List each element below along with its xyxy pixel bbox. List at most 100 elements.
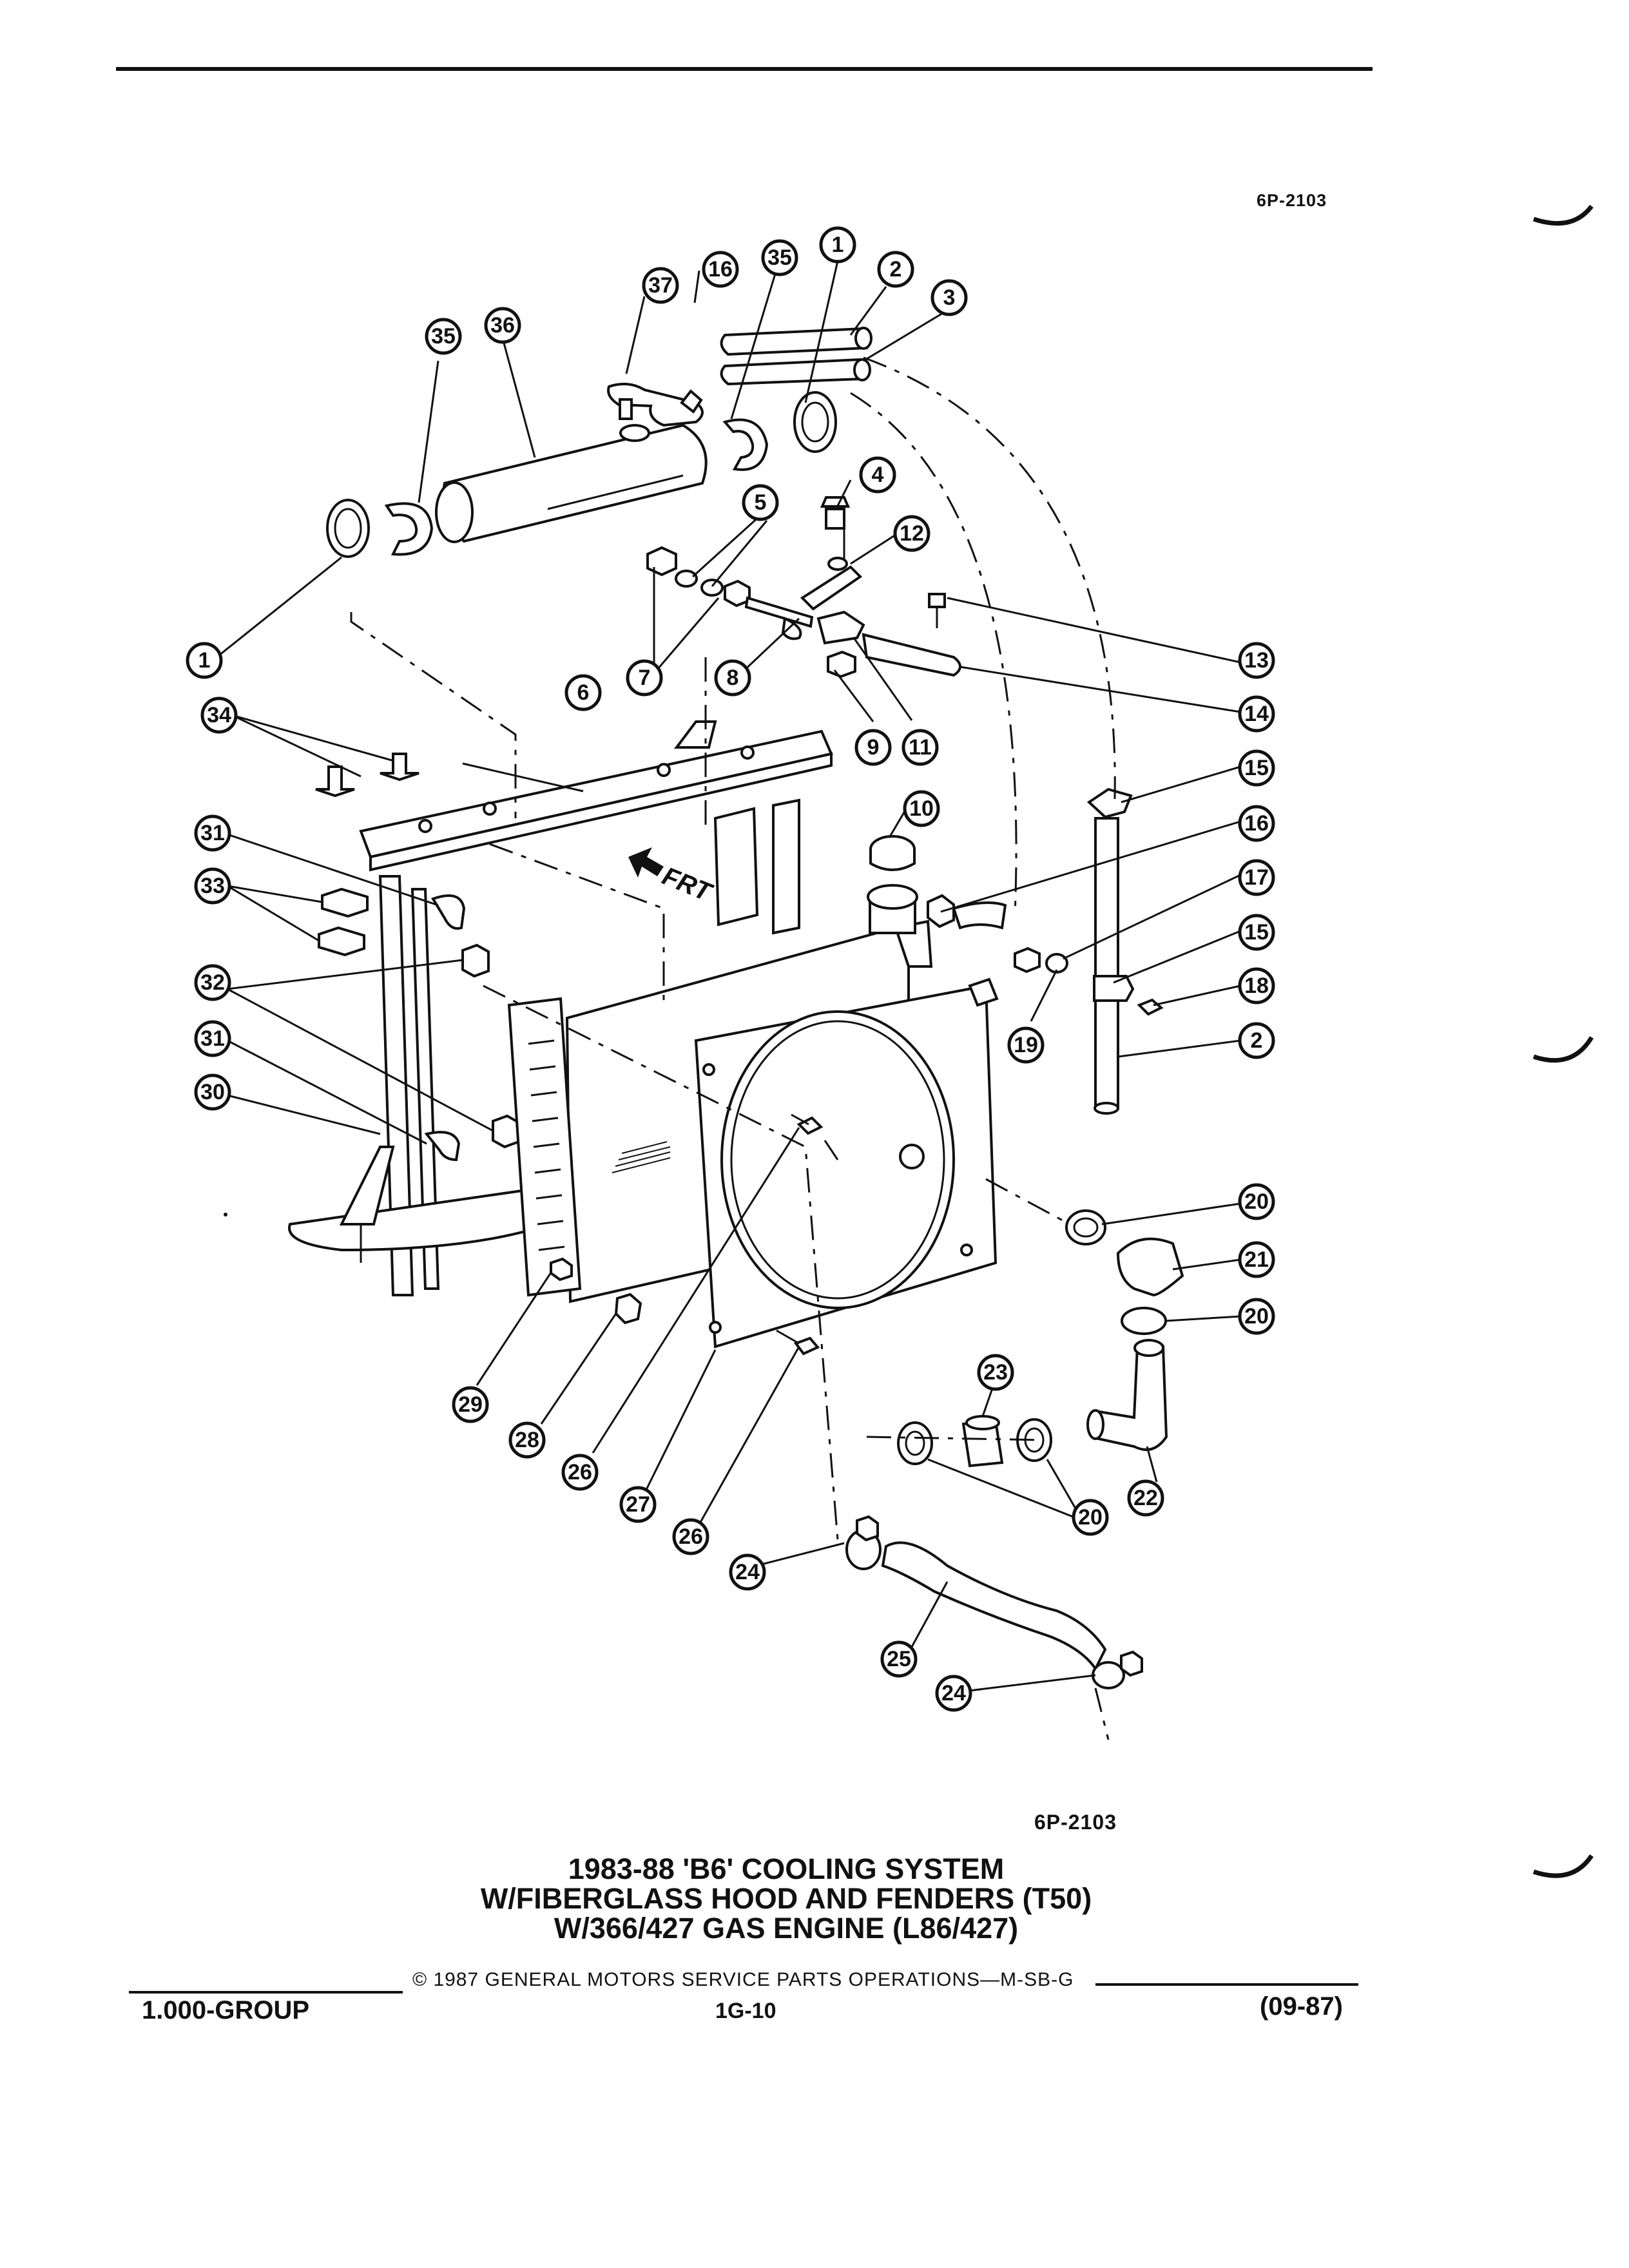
svg-text:20: 20 bbox=[1078, 1505, 1103, 1530]
callout-21: 21 bbox=[1238, 1241, 1275, 1278]
callout-16-upper: 16 bbox=[702, 251, 739, 288]
callout-25: 25 bbox=[880, 1640, 918, 1678]
footer-rule-left bbox=[129, 1991, 403, 1994]
title-line-3: W/366/427 GAS ENGINE (L86/427) bbox=[554, 1912, 1019, 1945]
svg-text:7: 7 bbox=[639, 666, 651, 690]
hose-clamps-upper bbox=[326, 391, 837, 558]
svg-text:10: 10 bbox=[909, 796, 934, 821]
callout-31-upper: 31 bbox=[194, 814, 231, 852]
svg-text:14: 14 bbox=[1244, 702, 1269, 726]
svg-text:15: 15 bbox=[1244, 920, 1269, 945]
svg-text:36: 36 bbox=[490, 313, 515, 338]
svg-text:3: 3 bbox=[943, 285, 956, 310]
svg-text:28: 28 bbox=[515, 1428, 539, 1452]
callout-20-a: 20 bbox=[1238, 1183, 1275, 1220]
upper-hose-assembly bbox=[720, 327, 872, 386]
svg-text:32: 32 bbox=[200, 970, 225, 995]
callout-11: 11 bbox=[901, 729, 939, 766]
svg-text:35: 35 bbox=[767, 245, 792, 270]
page-number: 1G-10 bbox=[715, 1999, 776, 2023]
overflow-hose bbox=[927, 787, 1164, 1115]
callout-15-lower: 15 bbox=[1238, 914, 1275, 951]
svg-text:25: 25 bbox=[887, 1647, 911, 1671]
callout-5: 5 bbox=[742, 484, 779, 521]
callout-15-upper: 15 bbox=[1238, 749, 1275, 787]
callout-33: 33 bbox=[194, 867, 231, 905]
svg-text:26: 26 bbox=[568, 1460, 592, 1485]
top-rule bbox=[116, 67, 1373, 71]
callout-29: 29 bbox=[452, 1386, 489, 1423]
callout-1-upper: 1 bbox=[819, 226, 856, 264]
title-line-2: W/FIBERGLASS HOOD AND FENDERS (T50) bbox=[480, 1882, 1092, 1915]
bracket-hardware bbox=[646, 496, 961, 678]
figure-ref-bottom: 6P-2103 bbox=[1034, 1811, 1117, 1834]
callout-27: 27 bbox=[619, 1486, 657, 1523]
assembly-centerlines bbox=[350, 356, 1116, 1740]
callout-19: 19 bbox=[1007, 1026, 1045, 1064]
callout-13: 13 bbox=[1238, 642, 1275, 679]
copyright-notice: © 1987 GENERAL MOTORS SERVICE PARTS OPER… bbox=[412, 1969, 1074, 1990]
svg-text:2: 2 bbox=[890, 257, 902, 282]
callout-7: 7 bbox=[626, 659, 663, 697]
tank-bracket bbox=[607, 383, 704, 427]
svg-text:16: 16 bbox=[708, 257, 733, 282]
callout-10: 10 bbox=[903, 790, 940, 827]
svg-text:29: 29 bbox=[458, 1392, 483, 1417]
svg-text:5: 5 bbox=[755, 490, 767, 515]
svg-text:31: 31 bbox=[200, 1026, 225, 1051]
title-line-1: 1983-88 'B6' COOLING SYSTEM bbox=[568, 1852, 1005, 1885]
callout-12: 12 bbox=[893, 515, 930, 552]
callout-37: 37 bbox=[642, 267, 679, 304]
callout-18: 18 bbox=[1238, 967, 1275, 1004]
svg-text:16: 16 bbox=[1244, 811, 1269, 836]
svg-text:2: 2 bbox=[1251, 1028, 1263, 1053]
svg-text:35: 35 bbox=[431, 324, 456, 349]
callout-1-left: 1 bbox=[186, 642, 223, 679]
callout-26-lower: 26 bbox=[672, 1518, 709, 1555]
callout-35-upper: 35 bbox=[761, 239, 798, 276]
svg-text:30: 30 bbox=[200, 1080, 225, 1104]
svg-text:12: 12 bbox=[900, 521, 924, 546]
leader-lines bbox=[212, 258, 1241, 1696]
surge-tank bbox=[435, 423, 708, 543]
svg-text:4: 4 bbox=[872, 463, 884, 487]
svg-text:17: 17 bbox=[1244, 865, 1269, 890]
svg-text:22: 22 bbox=[1133, 1486, 1158, 1510]
svg-text:37: 37 bbox=[648, 273, 673, 298]
callout-20-b: 20 bbox=[1238, 1298, 1275, 1335]
callout-34: 34 bbox=[200, 697, 238, 734]
svg-text:18: 18 bbox=[1244, 974, 1269, 998]
svg-text:9: 9 bbox=[867, 735, 880, 760]
callout-24-left: 24 bbox=[729, 1553, 766, 1591]
callout-24-right: 24 bbox=[935, 1675, 972, 1712]
callout-8: 8 bbox=[714, 659, 751, 697]
callout-31-lower: 31 bbox=[194, 1020, 231, 1057]
figure-ref-top: 6P-2103 bbox=[1257, 191, 1327, 210]
callout-28: 28 bbox=[508, 1421, 546, 1459]
svg-text:23: 23 bbox=[983, 1360, 1008, 1385]
callout-14: 14 bbox=[1238, 695, 1275, 733]
revision-date: (09-87) bbox=[1260, 1992, 1343, 2021]
callout-35-left: 35 bbox=[425, 318, 462, 355]
svg-text:11: 11 bbox=[909, 735, 932, 760]
callout-26-upper: 26 bbox=[561, 1454, 599, 1491]
callout-22: 22 bbox=[1127, 1479, 1164, 1517]
callout-9: 9 bbox=[854, 729, 892, 766]
callout-36: 36 bbox=[484, 307, 521, 344]
svg-text:8: 8 bbox=[727, 666, 739, 690]
front-direction-indicator: FRT bbox=[628, 847, 717, 908]
svg-text:33: 33 bbox=[200, 874, 225, 898]
footer-rule-right bbox=[1095, 1983, 1358, 1986]
svg-text:20: 20 bbox=[1244, 1189, 1269, 1214]
svg-text:34: 34 bbox=[207, 703, 231, 727]
svg-text:1: 1 bbox=[198, 648, 211, 673]
callout-17: 17 bbox=[1238, 859, 1275, 896]
svg-text:26: 26 bbox=[679, 1524, 703, 1549]
svg-text:31: 31 bbox=[200, 821, 225, 845]
callout-32: 32 bbox=[194, 964, 231, 1001]
svg-text:20: 20 bbox=[1244, 1304, 1269, 1329]
callout-2-lower: 2 bbox=[1238, 1022, 1275, 1059]
callout-23: 23 bbox=[977, 1354, 1014, 1391]
